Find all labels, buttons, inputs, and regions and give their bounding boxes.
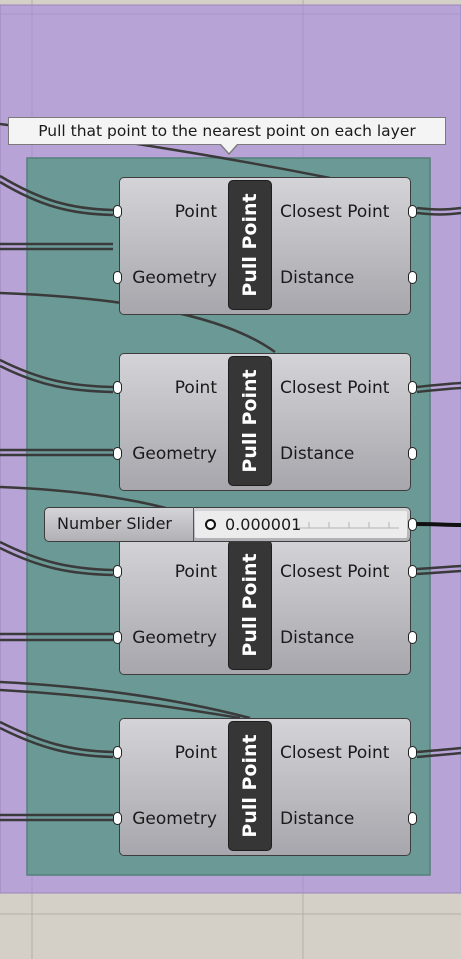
wire	[416, 211, 461, 216]
pull-point-component[interactable]: Point Geometry Pull Point Closest Point …	[113, 353, 417, 491]
output-grip-distance[interactable]	[408, 271, 417, 284]
slider-track[interactable]: 0.000001	[195, 511, 407, 538]
pull-point-component[interactable]: Point Geometry Pull Point Closest Point …	[113, 537, 417, 675]
slider-wire	[415, 522, 461, 527]
wire	[416, 569, 461, 576]
tooltip-arrow	[221, 144, 237, 153]
wire	[416, 751, 461, 759]
wire	[0, 364, 114, 394]
input-label-geometry: Geometry	[132, 268, 217, 288]
output-grip-closest-point[interactable]	[408, 205, 417, 218]
input-grip-geometry[interactable]	[113, 271, 122, 284]
output-label-closest-point: Closest Point	[280, 202, 390, 222]
pull-point-component[interactable]: Point Geometry Pull Point Closest Point …	[113, 177, 417, 315]
component-nickname-block[interactable]: Pull Point	[228, 721, 272, 851]
input-grip-point[interactable]	[113, 565, 122, 578]
input-grip-point[interactable]	[113, 381, 122, 394]
input-grip-geometry[interactable]	[113, 631, 122, 644]
input-grip-geometry[interactable]	[113, 812, 122, 825]
slider-value: 0.000001	[225, 515, 302, 534]
input-label-point: Point	[174, 743, 217, 763]
input-label-geometry: Geometry	[132, 628, 217, 648]
output-label-distance: Distance	[280, 444, 355, 464]
output-label-closest-point: Closest Point	[280, 562, 390, 582]
wire	[0, 720, 114, 754]
wire	[0, 180, 114, 217]
output-grip-closest-point[interactable]	[408, 381, 417, 394]
wire	[0, 546, 114, 577]
slider-ticks	[299, 522, 399, 529]
wire-bundle	[0, 122, 461, 822]
tooltip: Pull that point to the nearest point on …	[8, 117, 446, 145]
wire	[416, 381, 461, 389]
input-grip-geometry[interactable]	[113, 447, 122, 460]
output-grip-distance[interactable]	[408, 812, 417, 825]
wire	[416, 386, 461, 394]
slider-divider	[193, 507, 194, 541]
output-grip-closest-point[interactable]	[408, 565, 417, 578]
output-grip-distance[interactable]	[408, 447, 417, 460]
slider-knob-icon[interactable]	[205, 519, 216, 530]
component-nickname-block[interactable]: Pull Point	[228, 356, 272, 486]
wire	[416, 746, 461, 754]
component-nickname: Pull Point	[239, 553, 261, 657]
input-grip-point[interactable]	[113, 746, 122, 759]
component-nickname-block[interactable]: Pull Point	[228, 180, 272, 310]
output-grip-closest-point[interactable]	[408, 746, 417, 759]
input-label-geometry: Geometry	[132, 444, 217, 464]
wire	[0, 358, 114, 389]
output-label-closest-point: Closest Point	[280, 378, 390, 398]
wire	[0, 174, 114, 212]
output-grip-slider[interactable]	[408, 518, 417, 531]
input-label-geometry: Geometry	[132, 809, 217, 829]
wire	[0, 688, 241, 720]
pull-point-component[interactable]: Point Geometry Pull Point Closest Point …	[113, 718, 417, 856]
number-slider[interactable]: Number Slider 0.000001	[44, 507, 417, 542]
wire	[416, 564, 461, 571]
slider-label: Number Slider	[57, 514, 172, 533]
component-nickname: Pull Point	[239, 369, 261, 473]
component-nickname-block[interactable]: Pull Point	[228, 540, 272, 670]
wire	[0, 726, 114, 759]
output-grip-distance[interactable]	[408, 631, 417, 644]
wire	[0, 680, 251, 720]
input-label-point: Point	[174, 562, 217, 582]
output-label-closest-point: Closest Point	[280, 743, 390, 763]
output-label-distance: Distance	[280, 268, 355, 288]
output-label-distance: Distance	[280, 628, 355, 648]
input-label-point: Point	[174, 202, 217, 222]
component-nickname: Pull Point	[239, 193, 261, 297]
input-grip-point[interactable]	[113, 205, 122, 218]
wire	[416, 206, 461, 211]
component-nickname: Pull Point	[239, 734, 261, 838]
input-label-point: Point	[174, 378, 217, 398]
wire	[0, 540, 114, 572]
output-label-distance: Distance	[280, 809, 355, 829]
